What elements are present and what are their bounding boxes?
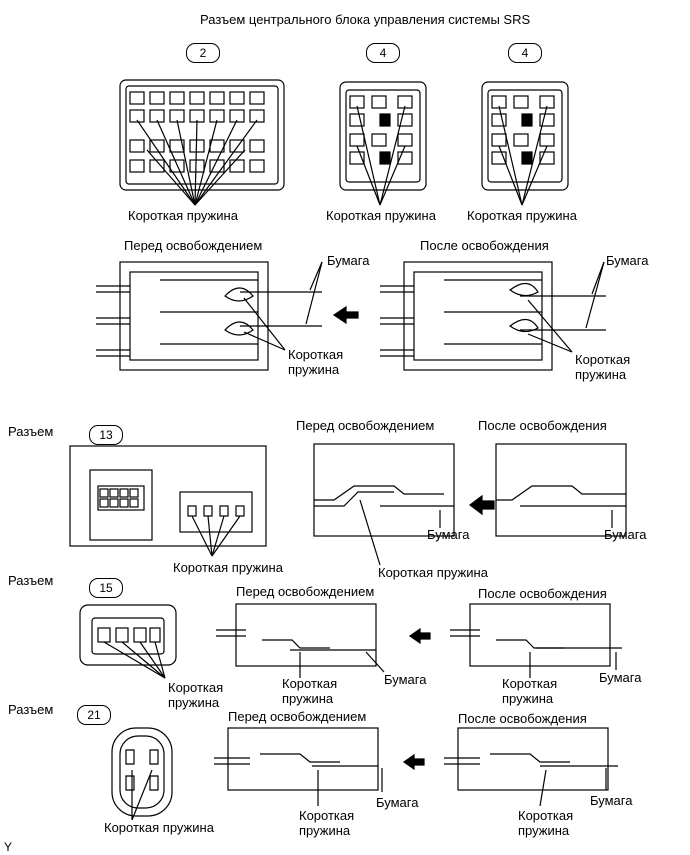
short-spring-label: Короткая bbox=[299, 808, 355, 823]
short-spring-label: Короткая bbox=[288, 347, 344, 362]
paper-label: Бумага bbox=[604, 527, 647, 542]
short-spring-label: пружина bbox=[575, 367, 627, 382]
connector-21-face bbox=[111, 727, 173, 821]
arrow-icon bbox=[402, 753, 425, 771]
section1-before-view bbox=[96, 261, 323, 371]
after-release-label: После освобождения bbox=[458, 711, 587, 726]
short-spring-label: Короткая bbox=[575, 352, 631, 367]
connector-4a-face bbox=[339, 81, 427, 206]
connector-number-badge: 21 bbox=[77, 705, 111, 725]
after-release-label: После освобождения bbox=[420, 238, 549, 253]
short-spring-label: пружина bbox=[518, 823, 570, 838]
connector-4b-face bbox=[481, 81, 569, 206]
footer-mark: Y bbox=[4, 840, 13, 854]
paper-label: Бумага bbox=[384, 672, 427, 687]
before-release-label: Перед освобождением bbox=[236, 584, 375, 599]
short-spring-label: Короткая bbox=[282, 676, 338, 691]
short-spring-label: Короткая пружина bbox=[173, 560, 283, 575]
after-release-label: После освобождения bbox=[478, 418, 607, 433]
connector-13-face bbox=[69, 445, 267, 557]
connector-word: Разъем bbox=[8, 702, 54, 717]
before-release-label: Перед освобождением bbox=[124, 238, 263, 253]
paper-label: Бумага bbox=[606, 253, 649, 268]
section3-before-view bbox=[216, 603, 385, 678]
short-spring-label: пружина bbox=[288, 362, 340, 377]
short-spring-label: Короткая пружина bbox=[326, 208, 436, 223]
short-spring-label: пружина bbox=[282, 691, 334, 706]
connector-number-badge: 2 bbox=[186, 43, 220, 63]
section4-before-view bbox=[214, 727, 383, 806]
paper-label: Бумага bbox=[599, 670, 642, 685]
short-spring-label: Короткая bbox=[518, 808, 574, 823]
section2-after-view bbox=[495, 443, 627, 537]
page-title: Разъем центрального блока управления сис… bbox=[200, 12, 531, 27]
short-spring-label: Короткая bbox=[502, 676, 558, 691]
before-release-label: Перед освобождением bbox=[296, 418, 435, 433]
paper-label: Бумага bbox=[427, 527, 470, 542]
connector-15-face bbox=[79, 604, 177, 679]
arrow-icon bbox=[469, 494, 495, 516]
section4-after-view bbox=[444, 727, 618, 807]
section3-after-view bbox=[450, 603, 622, 678]
short-spring-label: Короткая пружина bbox=[467, 208, 577, 223]
short-spring-label: пружина bbox=[502, 691, 554, 706]
paper-label: Бумага bbox=[590, 793, 633, 808]
connector-number-badge: 4 bbox=[366, 43, 400, 63]
short-spring-label: пружина bbox=[168, 695, 220, 710]
arrow-icon bbox=[332, 305, 359, 325]
connector-number-badge: 15 bbox=[89, 578, 123, 598]
short-spring-label: Короткая пружина bbox=[128, 208, 238, 223]
connector-word: Разъем bbox=[8, 424, 54, 439]
section2-before-view bbox=[313, 443, 455, 566]
short-spring-label: пружина bbox=[299, 823, 351, 838]
short-spring-label: Короткая пружина bbox=[104, 820, 214, 835]
connector-word: Разъем bbox=[8, 573, 54, 588]
connector-2-face bbox=[119, 79, 285, 206]
connector-number-badge: 4 bbox=[508, 43, 542, 63]
short-spring-label: Короткая пружина bbox=[378, 565, 488, 580]
paper-label: Бумага bbox=[327, 253, 370, 268]
paper-label: Бумага bbox=[376, 795, 419, 810]
arrow-icon bbox=[408, 627, 431, 645]
before-release-label: Перед освобождением bbox=[228, 709, 367, 724]
short-spring-label: Короткая bbox=[168, 680, 224, 695]
section1-after-view bbox=[380, 261, 606, 371]
after-release-label: После освобождения bbox=[478, 586, 607, 601]
connector-number-badge: 13 bbox=[89, 425, 123, 445]
